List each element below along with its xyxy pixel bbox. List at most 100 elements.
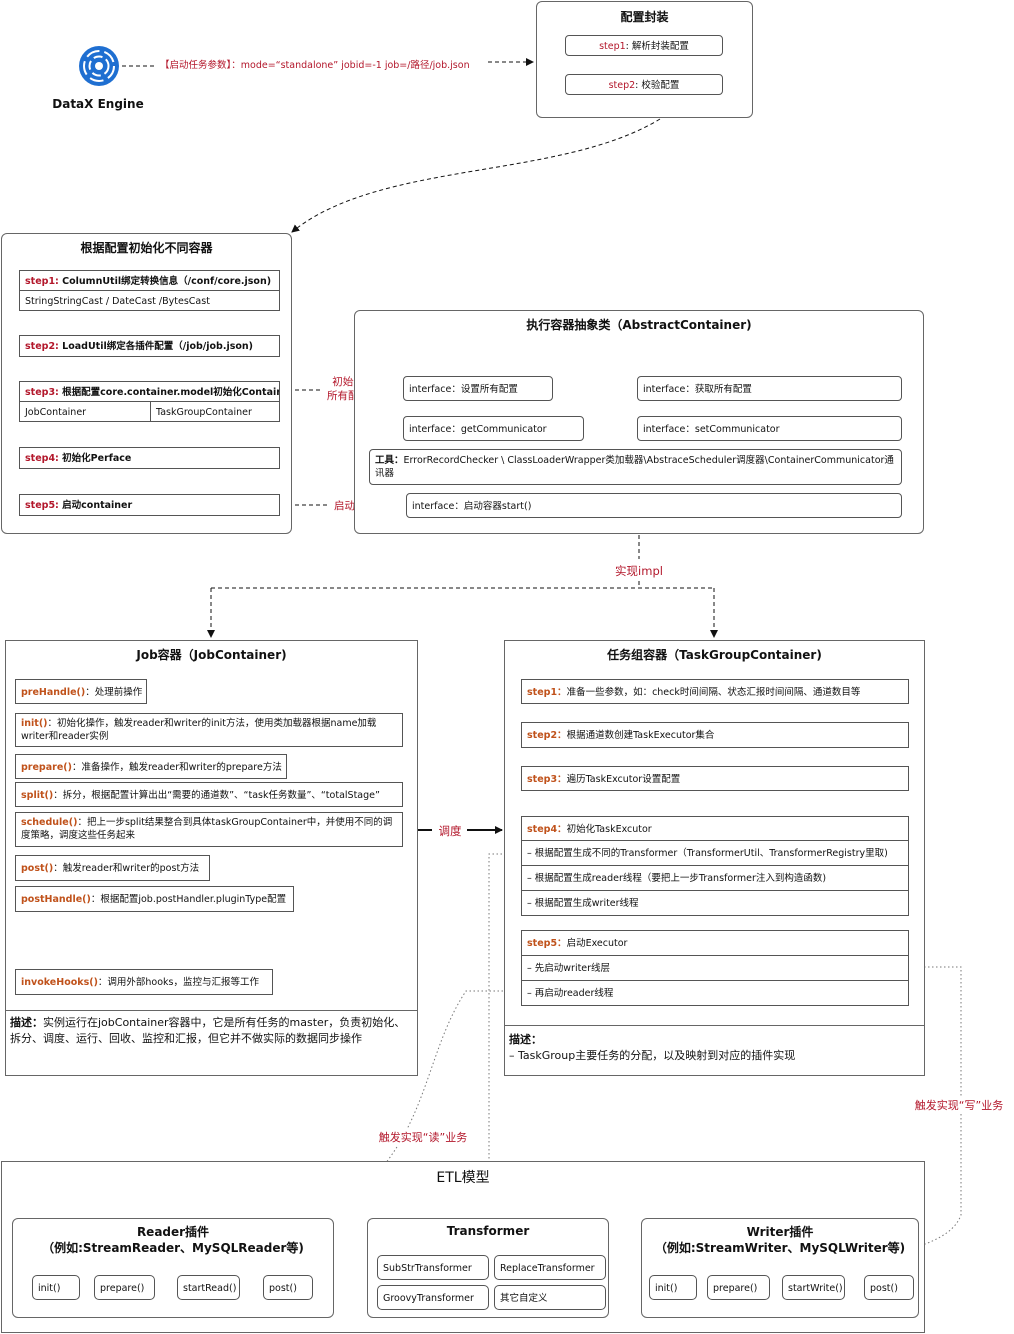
tg-step1-tag: step1： bbox=[527, 687, 567, 698]
tg-step2-text: 根据通道数创建TaskExecutor集合 bbox=[566, 730, 715, 741]
tools-box: 工具：ErrorRecordChecker \ ClassLoaderWrapp… bbox=[369, 449, 902, 485]
job-init: init()：初始化操作，触发reader和writer的init方法，使用类加… bbox=[15, 713, 403, 747]
tg-step5: step5：启动Executor bbox=[521, 930, 909, 956]
job-schedule-tag: schedule() bbox=[21, 817, 78, 828]
if-set-communicator: interface：setCommunicator bbox=[637, 416, 902, 441]
tg-step5-item: – 再启动reader线程 bbox=[521, 980, 909, 1006]
init-step1: step1: ColumnUtil绑定转换信息（/conf/core.json) bbox=[19, 270, 280, 291]
reader-title: Reader插件 （例如:StreamReader、MySQLReader等) bbox=[12, 1224, 334, 1256]
tg-step4-item: – 根据配置生成reader线程（要把上一步Transformer注入到构造函数… bbox=[521, 865, 909, 891]
schedule-label: 调度 bbox=[433, 823, 467, 839]
job-posthandle: postHandle()：根据配置job.postHandler.pluginT… bbox=[15, 886, 294, 912]
job-init-text: ：初始化操作，触发reader和writer的init方法，使用类加载器根据na… bbox=[21, 718, 377, 742]
tg-step4-text: 初始化TaskExcutor bbox=[566, 824, 652, 835]
if-get-all-config: interface：获取所有配置 bbox=[637, 376, 902, 401]
tools-text: ErrorRecordChecker \ ClassLoaderWrapper类… bbox=[375, 455, 894, 479]
job-posthandle-text: ：根据配置job.postHandler.pluginType配置 bbox=[90, 894, 287, 905]
swirl-logo-icon bbox=[79, 46, 119, 86]
job-desc-tag: 描述： bbox=[10, 1016, 43, 1029]
init-step5: step5: 启动container bbox=[19, 494, 280, 516]
reader-title-line1: Reader插件 bbox=[136, 1225, 210, 1239]
tg-description: 描述： – TaskGroup主要任务的分配，以及映射到对应的插件实现 bbox=[504, 1029, 925, 1067]
tg-step1-text: 准备一些参数，如：check时间间隔、状态汇报时间间隔、通道数目等 bbox=[566, 687, 861, 698]
impl-label: 实现impl bbox=[606, 563, 672, 579]
tg-desc-text: – TaskGroup主要任务的分配，以及映射到对应的插件实现 bbox=[509, 1049, 796, 1062]
job-prehandle-text: ：处理前操作 bbox=[85, 687, 143, 698]
job-container-title: Job容器（JobContainer) bbox=[136, 648, 287, 662]
tg-step1: step1：准备一些参数，如：check时间间隔、状态汇报时间间隔、通道数目等 bbox=[521, 679, 909, 704]
init-step1-sub: StringStringCast / DateCast /BytesCast bbox=[19, 290, 280, 311]
writer-title: Writer插件 （例如:StreamWriter、MySQLWriter等) bbox=[641, 1224, 919, 1256]
init-step5-text: 启动container bbox=[58, 500, 133, 511]
datax-engine-logo bbox=[78, 45, 120, 87]
reader-step: post() bbox=[263, 1275, 313, 1300]
init-step5-tag: step5: bbox=[25, 500, 59, 511]
etl-title: ETL模型 bbox=[436, 1170, 490, 1186]
reader-step: prepare() bbox=[94, 1275, 155, 1300]
job-schedule-text: ：把上一步split结果整合到具体taskGroupContainer中，并使用… bbox=[21, 817, 393, 841]
init-step3: step3: 根据配置core.container.model初始化Contai… bbox=[19, 381, 280, 402]
tg-step3: step3：遍历TaskExcutor设置配置 bbox=[521, 766, 909, 791]
job-desc-divider bbox=[5, 1010, 418, 1011]
read-trigger-label: 触发实现“读”业务 bbox=[372, 1129, 474, 1145]
config-step2: step2: 校验配置 bbox=[565, 74, 723, 95]
job-prepare: prepare()：准备操作，触发reader和writer的prepare方法 bbox=[15, 754, 287, 779]
init-step2-tag: step2: bbox=[25, 341, 59, 352]
engine-label: DataX Engine bbox=[52, 97, 144, 111]
job-init-tag: init() bbox=[21, 718, 48, 729]
job-split-text: ：拆分，根据配置计算出出“需要的通道数”、“task任务数量”、“totalSt… bbox=[53, 790, 380, 801]
job-prepare-tag: prepare() bbox=[21, 762, 72, 773]
tg-desc-divider bbox=[504, 1025, 925, 1026]
if-set-all-config: interface：设置所有配置 bbox=[403, 376, 553, 401]
config-step1: step1: 解析封装配置 bbox=[565, 35, 723, 56]
start-params-prefix: 【启动任务参数】： bbox=[160, 60, 241, 71]
reader-title-line2: （例如:StreamReader、MySQLReader等) bbox=[42, 1241, 304, 1255]
config-step2-text: : 校验配置 bbox=[635, 80, 680, 91]
init-step4: step4: 初始化Perface bbox=[19, 447, 280, 469]
writer-step: init() bbox=[649, 1275, 697, 1300]
tg-step3-tag: step3： bbox=[527, 774, 567, 785]
tg-step4-item: – 根据配置生成writer线程 bbox=[521, 890, 909, 916]
writer-step: prepare() bbox=[707, 1275, 770, 1300]
config-panel bbox=[536, 1, 753, 118]
job-invokehooks: invokeHooks()：调用外部hooks，监控与汇报等工作 bbox=[15, 969, 273, 995]
taskgroup-container-title: 任务组容器（TaskGroupContainer) bbox=[607, 648, 822, 662]
job-prehandle: preHandle()：处理前操作 bbox=[15, 679, 147, 704]
writer-plugin-panel bbox=[641, 1218, 919, 1318]
write-trigger-label: 触发实现“写”业务 bbox=[908, 1097, 1010, 1113]
tg-step4: step4：初始化TaskExcutor bbox=[521, 816, 909, 841]
reader-plugin-panel bbox=[12, 1218, 334, 1318]
init-step4-tag: step4: bbox=[25, 453, 59, 464]
if-start: interface：启动容器start() bbox=[406, 493, 902, 518]
tg-step5-item: – 先启动writer线层 bbox=[521, 955, 909, 981]
tg-step2: step2：根据通道数创建TaskExecutor集合 bbox=[521, 722, 909, 748]
job-prepare-text: ：准备操作，触发reader和writer的prepare方法 bbox=[71, 762, 282, 773]
init-step2-text: LoadUtil绑定各插件配置（/job/job.json) bbox=[58, 341, 253, 352]
transformer-title: Transformer bbox=[446, 1224, 530, 1238]
init-step1-text: ColumnUtil绑定转换信息（/conf/core.json) bbox=[58, 276, 272, 287]
tg-step2-tag: step2： bbox=[527, 730, 567, 741]
config-step2-tag: step2 bbox=[608, 80, 636, 91]
init-step3-sub-a: JobContainer bbox=[19, 401, 151, 422]
abstract-container-title: 执行容器抽象类（AbstractContainer) bbox=[526, 318, 752, 332]
config-step1-tag: step1 bbox=[599, 41, 626, 52]
job-post: post()：触发reader和writer的post方法 bbox=[15, 855, 210, 881]
tg-desc-tag: 描述： bbox=[509, 1033, 542, 1046]
init-step3-tag: step3: bbox=[25, 387, 59, 398]
tg-step5-text: 启动Executor bbox=[566, 938, 628, 949]
transformer-item: GroovyTransformer bbox=[377, 1285, 489, 1310]
init-step1-tag: step1: bbox=[25, 276, 59, 287]
job-prehandle-tag: preHandle() bbox=[21, 687, 86, 698]
if-get-communicator: interface：getCommunicator bbox=[403, 416, 584, 441]
tools-tag: 工具： bbox=[375, 455, 404, 466]
job-schedule: schedule()：把上一步split结果整合到具体taskGroupCont… bbox=[15, 812, 403, 847]
start-params-label: 【启动任务参数】：mode=“standalone” jobid=-1 job=… bbox=[160, 57, 470, 71]
job-invokehooks-tag: invokeHooks() bbox=[21, 977, 98, 988]
job-description: 描述：实例运行在jobContainer容器中，它是所有任务的master，负责… bbox=[5, 1012, 418, 1050]
reader-step: startRead() bbox=[177, 1275, 240, 1300]
config-title: 配置封装 bbox=[620, 10, 669, 24]
job-split: split()：拆分，根据配置计算出出“需要的通道数”、“task任务数量”、“… bbox=[15, 782, 403, 807]
config-step1-text: : 解析封装配置 bbox=[625, 41, 689, 52]
writer-step: startWrite() bbox=[782, 1275, 845, 1300]
writer-title-line1: Writer插件 bbox=[746, 1225, 814, 1239]
